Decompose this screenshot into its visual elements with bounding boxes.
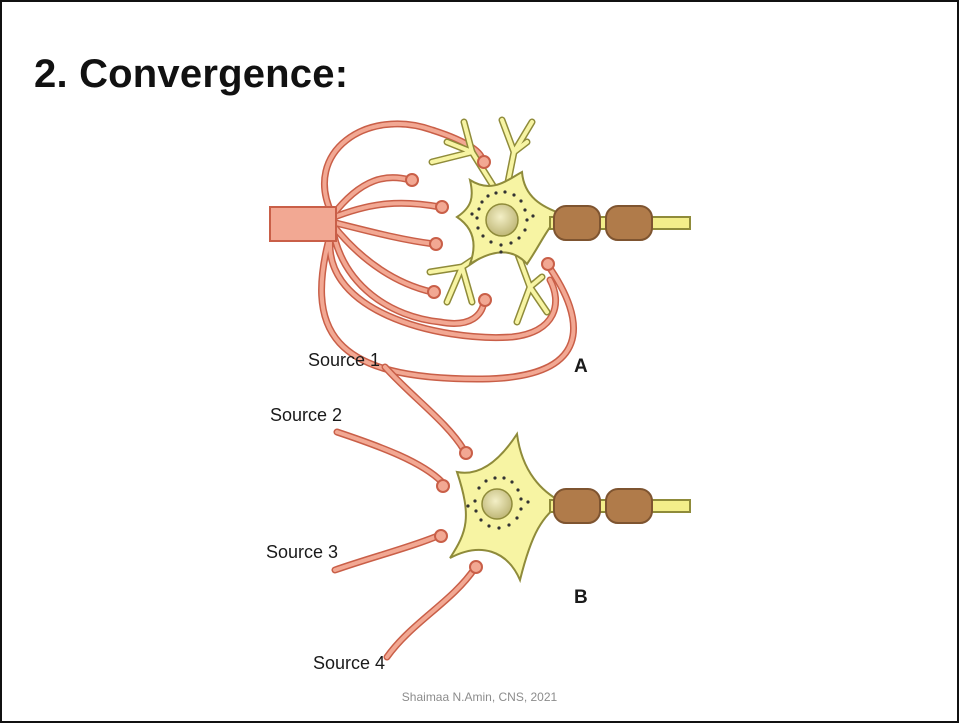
panel-label-b: B [574, 587, 588, 608]
nucleus-b [482, 489, 512, 519]
myelin-sheath-b2 [606, 489, 652, 523]
myelin-sheath-b1 [554, 489, 600, 523]
source-fibers-b [335, 367, 475, 657]
source-3-label: Source 3 [266, 542, 338, 562]
nerve-trunk-a [270, 207, 336, 241]
source-4-label: Source 4 [313, 653, 385, 673]
panel-b [335, 367, 690, 657]
myelin-sheath-a2 [606, 206, 652, 240]
source-2-label: Source 2 [270, 405, 342, 425]
slide-footer: Shaimaa N.Amin, CNS, 2021 [2, 690, 957, 704]
panel-label-a: A [574, 356, 588, 377]
source-1-label: Source 1 [308, 350, 380, 370]
panel-a [270, 120, 690, 379]
nucleus-a [486, 204, 518, 236]
myelin-sheath-a1 [554, 206, 600, 240]
